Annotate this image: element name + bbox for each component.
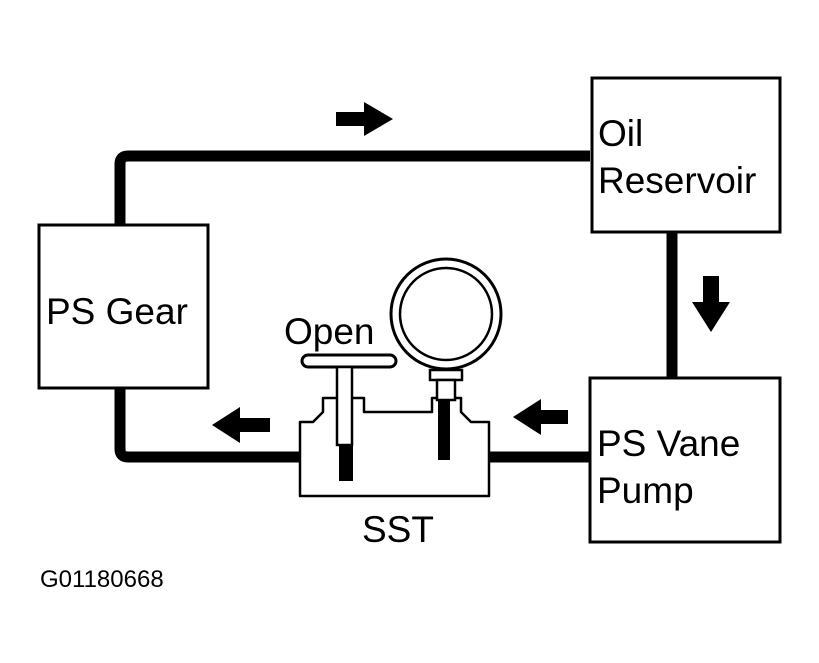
hose-lines: [114, 150, 678, 463]
return-hose-top: [114, 150, 590, 225]
ps-vane-pump-label-line2: Pump: [597, 470, 694, 511]
flow-arrows: [212, 102, 730, 443]
oil-reservoir-label-line1: Oil: [598, 113, 643, 154]
arrow-left-icon: [513, 399, 568, 435]
arrow-left-icon: [212, 407, 270, 443]
oil-reservoir-box: [590, 76, 782, 234]
gauge-neck: [428, 368, 464, 382]
ps-vane-pump-box: [588, 376, 782, 544]
sst-label: SST: [362, 509, 434, 550]
oil-reservoir-label-line2: Reservoir: [598, 160, 756, 201]
figure-id: G01180668: [40, 566, 164, 593]
valve-stem: [335, 365, 354, 447]
gauge-tap: [438, 400, 450, 460]
sst-body: [298, 396, 491, 498]
arrow-right-icon: [336, 102, 393, 136]
valve-stem-base: [339, 445, 353, 481]
ps-gear-label: PS Gear: [46, 291, 188, 332]
pressure-gauge-face: [398, 266, 494, 362]
valve-handle: [300, 353, 398, 369]
ps-vane-pump-label-line1: PS Vane: [597, 423, 740, 464]
pressure-hose-bottom: [114, 388, 590, 463]
sst-tool: [298, 257, 503, 498]
ps-gear-box: [37, 223, 210, 390]
arrow-down-icon: [692, 276, 730, 332]
valve-open-label: Open: [284, 311, 375, 352]
gauge-connector: [435, 378, 457, 402]
